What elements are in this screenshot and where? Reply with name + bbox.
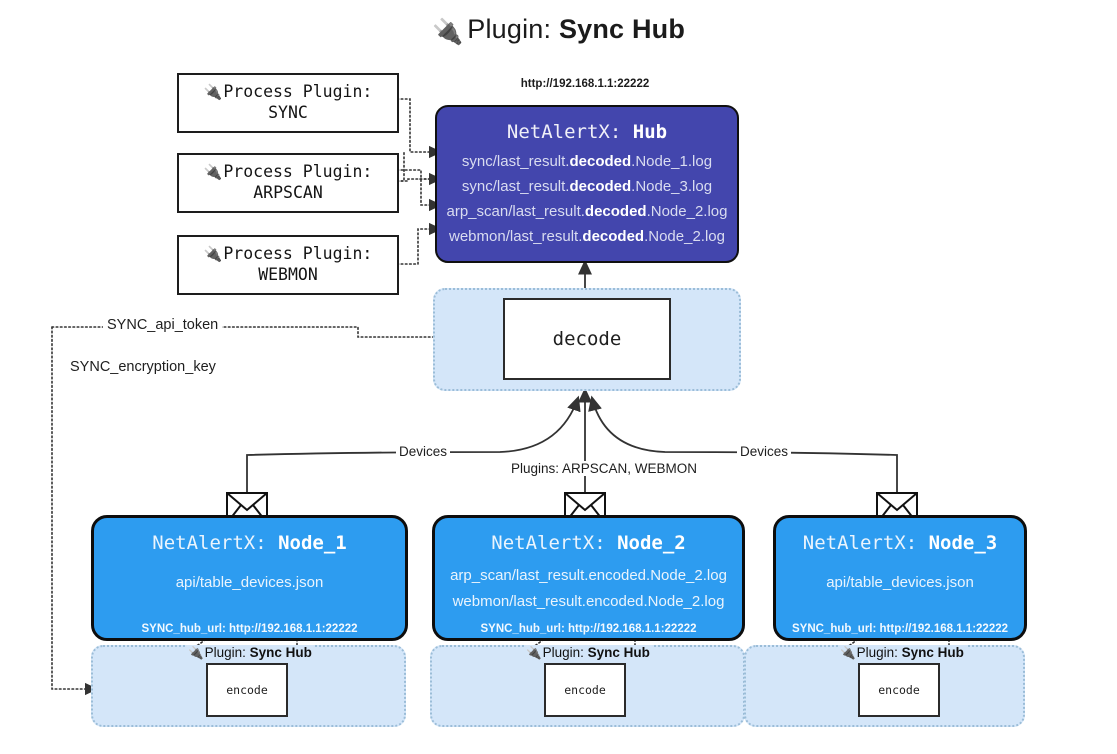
hub-box[interactable]: NetAlertX: Hub sync/last_result.decoded.…: [435, 105, 739, 263]
process-plugin-box-arpscan[interactable]: 🔌Process Plugin: ARPSCAN: [177, 153, 399, 213]
node-hub-url-label: SYNC_hub_url: http://192.168.1.1:22222: [480, 623, 697, 635]
process-plugin-box-webmon[interactable]: 🔌Process Plugin: WEBMON: [177, 235, 399, 295]
process-plugin-name: SYNC: [268, 103, 308, 122]
hub-title-prefix: NetAlertX:: [506, 121, 622, 143]
process-plugin-name: WEBMON: [258, 265, 318, 284]
connector-label-plugins-middle: Plugins: ARPSCAN, WEBMON: [508, 461, 701, 476]
node-box-node-2[interactable]: NetAlertX: Node_2 arp_scan/last_result.e…: [432, 515, 745, 641]
node-hub-url-label: SYNC_hub_url: http://192.168.1.1:22222: [141, 623, 358, 635]
connector-label-devices-left: Devices: [396, 444, 451, 459]
encode-plugin-label-node-2: 🔌Plugin: Sync Hub: [524, 645, 652, 661]
hub-log-line: arp_scan/last_result.decoded.Node_2.log: [446, 203, 728, 220]
encode-box-node-3[interactable]: encode: [858, 663, 940, 717]
encode-label: encode: [226, 683, 268, 697]
plug-icon: 🔌: [840, 645, 856, 660]
hub-url-label: http://192.168.1.1:22222: [520, 78, 650, 90]
plug-icon: 🔌: [188, 645, 204, 660]
page-title-name: Sync Hub: [558, 14, 686, 44]
encode-box-node-1[interactable]: encode: [206, 663, 288, 717]
hub-title-name: Hub: [632, 121, 668, 143]
decode-box[interactable]: decode: [503, 298, 671, 380]
node-box-node-3[interactable]: NetAlertX: Node_3 api/table_devices.json…: [773, 515, 1027, 641]
node-hub-url-label: SYNC_hub_url: http://192.168.1.1:22222: [791, 623, 1009, 635]
encode-plugin-label-node-1: 🔌Plugin: Sync Hub: [186, 645, 314, 661]
hub-log-line: sync/last_result.decoded.Node_1.log: [461, 153, 713, 170]
node-log-line: api/table_devices.json: [826, 574, 974, 591]
process-plugin-box-sync[interactable]: 🔌Process Plugin: SYNC: [177, 73, 399, 133]
page-title: 🔌Plugin: Sync Hub: [0, 14, 1117, 47]
plug-icon: 🔌: [431, 18, 464, 46]
process-plugin-name: ARPSCAN: [253, 183, 323, 202]
node-title: NetAlertX: Node_3: [802, 532, 998, 554]
decode-label: decode: [552, 328, 622, 350]
setting-label-sync-encryption-key: SYNC_encryption_key: [66, 359, 220, 375]
plug-icon: 🔌: [203, 245, 223, 264]
plug-icon: 🔌: [203, 163, 223, 182]
process-plugin-label: Process Plugin:: [223, 162, 373, 182]
page-title-prefix: Plugin:: [467, 14, 552, 44]
encode-label: encode: [878, 683, 920, 697]
encode-box-node-2[interactable]: encode: [544, 663, 626, 717]
node-box-node-1[interactable]: NetAlertX: Node_1 api/table_devices.json…: [91, 515, 408, 641]
node-title: NetAlertX: Node_2: [491, 532, 686, 554]
node-log-line: webmon/last_result.encoded.Node_2.log: [452, 593, 725, 610]
hub-log-line: sync/last_result.decoded.Node_3.log: [461, 178, 713, 195]
process-plugin-label: Process Plugin:: [223, 82, 373, 102]
encode-plugin-label-node-3: 🔌Plugin: Sync Hub: [838, 645, 966, 661]
node-title: NetAlertX: Node_1: [152, 532, 347, 554]
connector-label-devices-right: Devices: [737, 444, 792, 459]
node-log-line: arp_scan/last_result.encoded.Node_2.log: [450, 567, 727, 584]
setting-label-sync-api-token: SYNC_api_token: [103, 317, 223, 333]
hub-log-line: webmon/last_result.decoded.Node_2.log: [449, 228, 725, 245]
encode-label: encode: [564, 683, 606, 697]
hub-title: NetAlertX: Hub: [437, 121, 737, 143]
node-log-line: api/table_devices.json: [175, 574, 324, 591]
process-plugin-label: Process Plugin:: [223, 244, 373, 264]
plug-icon: 🔌: [203, 83, 223, 102]
plug-icon: 🔌: [526, 645, 542, 660]
